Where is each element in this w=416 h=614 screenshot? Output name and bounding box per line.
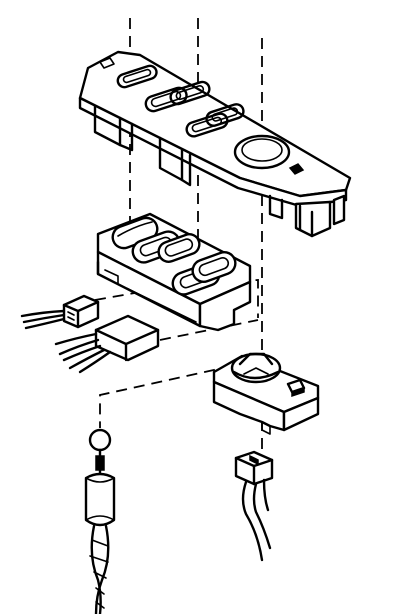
bezel-slot-4	[185, 112, 229, 138]
mirror-switch-assembly	[212, 352, 320, 435]
bezel-slot-2	[144, 86, 188, 113]
switch-bezel-panel	[78, 50, 352, 238]
wiring-harness-connectors	[20, 294, 160, 374]
bezel-slot-2-inner	[150, 90, 182, 108]
guide-ground-line	[99, 361, 251, 428]
ground-pin-assembly	[84, 428, 116, 614]
harness-connector-lower	[94, 314, 160, 362]
bezel-slot-1-inner	[122, 68, 152, 84]
ground-pin-ball	[88, 428, 112, 452]
bezel-slot-3	[169, 80, 211, 106]
window-switch-assembly	[96, 212, 252, 332]
mirror-switch-connector	[234, 450, 274, 562]
bezel-slot-3-inner	[175, 84, 205, 101]
bezel-slot-1	[116, 64, 158, 89]
bezel-slot-5-inner	[211, 107, 239, 122]
bezel-round-opening	[233, 134, 291, 170]
bezel-slot-5	[205, 103, 245, 127]
harness-connector-upper	[62, 294, 100, 329]
